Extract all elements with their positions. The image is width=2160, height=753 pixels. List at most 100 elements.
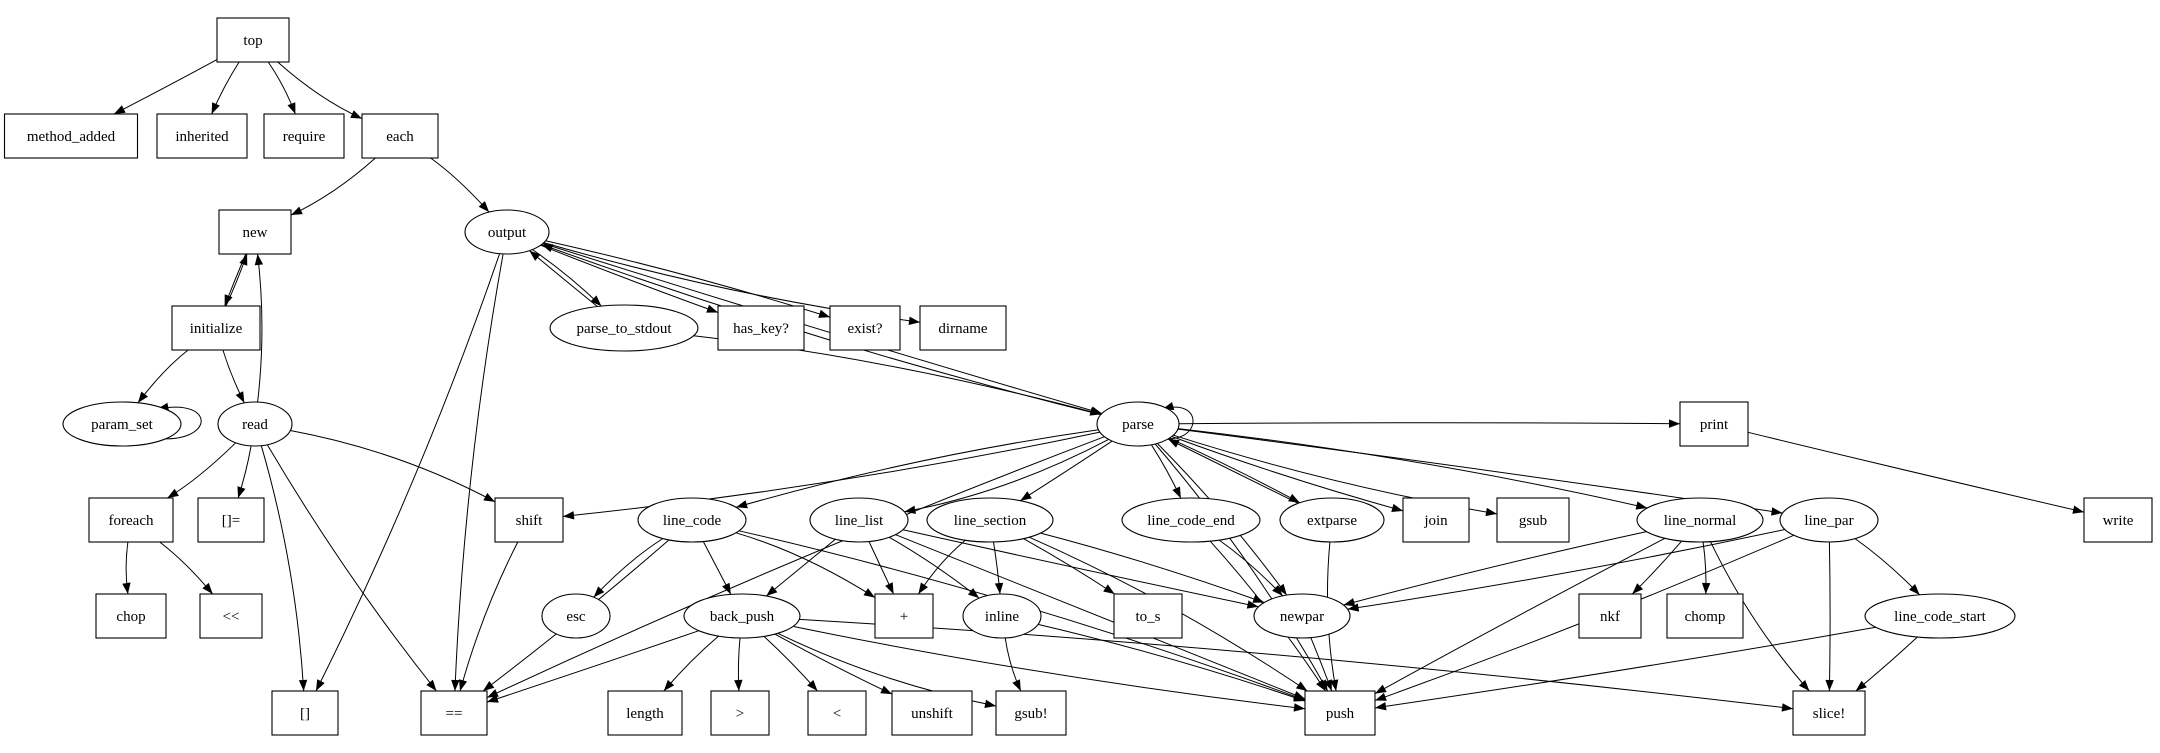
node-ellipse[interactable] bbox=[683, 593, 801, 639]
node-print[interactable]: print bbox=[1679, 401, 1749, 447]
node-parse_to_stdout[interactable]: parse_to_stdout bbox=[549, 304, 699, 352]
node-length[interactable]: length bbox=[607, 690, 683, 736]
node-box[interactable] bbox=[717, 305, 805, 351]
node-line_par[interactable]: line_par bbox=[1779, 497, 1879, 543]
node-box[interactable] bbox=[171, 305, 261, 351]
node-box[interactable] bbox=[3, 113, 139, 159]
node-box[interactable] bbox=[1304, 690, 1376, 736]
node-ellipse[interactable] bbox=[962, 593, 1042, 639]
node-line_normal[interactable]: line_normal bbox=[1636, 497, 1764, 543]
node-has_key[interactable]: has_key? bbox=[717, 305, 805, 351]
node-box[interactable] bbox=[891, 690, 973, 736]
node-box[interactable] bbox=[420, 690, 488, 736]
node-lt[interactable]: < bbox=[807, 690, 867, 736]
node-box[interactable] bbox=[95, 593, 167, 639]
node-each[interactable]: each bbox=[361, 113, 439, 159]
node-box[interactable] bbox=[1666, 593, 1744, 639]
node-ellipse[interactable] bbox=[1253, 593, 1351, 639]
node-read[interactable]: read bbox=[217, 401, 293, 447]
node-inline[interactable]: inline bbox=[962, 593, 1042, 639]
node-box[interactable] bbox=[874, 593, 934, 639]
node-plus[interactable]: + bbox=[874, 593, 934, 639]
node-param_set[interactable]: param_set bbox=[62, 401, 182, 447]
node-box[interactable] bbox=[2083, 497, 2153, 543]
node-box[interactable] bbox=[995, 690, 1067, 736]
node-slice_bang[interactable]: slice! bbox=[1792, 690, 1866, 736]
node-ellipse[interactable] bbox=[62, 401, 182, 447]
node-assign_index[interactable]: []= bbox=[197, 497, 265, 543]
node-box[interactable] bbox=[218, 209, 292, 255]
node-newpar[interactable]: newpar bbox=[1253, 593, 1351, 639]
node-ellipse[interactable] bbox=[1096, 401, 1180, 447]
node-back_push[interactable]: back_push bbox=[683, 593, 801, 639]
node-inherited[interactable]: inherited bbox=[156, 113, 248, 159]
node-ellipse[interactable] bbox=[1864, 593, 2016, 639]
node-eq[interactable]: == bbox=[420, 690, 488, 736]
node-top[interactable]: top bbox=[216, 17, 290, 63]
node-line_code[interactable]: line_code bbox=[637, 497, 747, 543]
node-output[interactable]: output bbox=[464, 209, 550, 255]
node-ellipse[interactable] bbox=[1279, 497, 1385, 543]
node-box[interactable] bbox=[156, 113, 248, 159]
node-require[interactable]: require bbox=[263, 113, 345, 159]
node-line_list[interactable]: line_list bbox=[809, 497, 909, 543]
node-ellipse[interactable] bbox=[926, 497, 1054, 543]
node-box[interactable] bbox=[263, 113, 345, 159]
node-to_s[interactable]: to_s bbox=[1113, 593, 1183, 639]
node-box[interactable] bbox=[1496, 497, 1570, 543]
node-new[interactable]: new bbox=[218, 209, 292, 255]
node-extparse[interactable]: extparse bbox=[1279, 497, 1385, 543]
node-join[interactable]: join bbox=[1402, 497, 1470, 543]
node-write[interactable]: write bbox=[2083, 497, 2153, 543]
node-box[interactable] bbox=[807, 690, 867, 736]
node-box[interactable] bbox=[199, 593, 263, 639]
node-box[interactable] bbox=[710, 690, 770, 736]
node-index[interactable]: [] bbox=[271, 690, 339, 736]
node-ellipse[interactable] bbox=[1779, 497, 1879, 543]
node-gsub_bang[interactable]: gsub! bbox=[995, 690, 1067, 736]
node-box[interactable] bbox=[361, 113, 439, 159]
node-ellipse[interactable] bbox=[637, 497, 747, 543]
node-initialize[interactable]: initialize bbox=[171, 305, 261, 351]
node-exist[interactable]: exist? bbox=[829, 305, 901, 351]
node-box[interactable] bbox=[1402, 497, 1470, 543]
node-box[interactable] bbox=[494, 497, 564, 543]
node-box[interactable] bbox=[607, 690, 683, 736]
node-box[interactable] bbox=[197, 497, 265, 543]
node-nkf[interactable]: nkf bbox=[1578, 593, 1642, 639]
node-box[interactable] bbox=[271, 690, 339, 736]
node-shift[interactable]: shift bbox=[494, 497, 564, 543]
node-ellipse[interactable] bbox=[464, 209, 550, 255]
edge-arrowhead bbox=[1855, 680, 1867, 691]
node-box[interactable] bbox=[216, 17, 290, 63]
node-ellipse[interactable] bbox=[541, 593, 611, 639]
node-gt[interactable]: > bbox=[710, 690, 770, 736]
node-box[interactable] bbox=[1578, 593, 1642, 639]
node-line_section[interactable]: line_section bbox=[926, 497, 1054, 543]
node-ellipse[interactable] bbox=[1636, 497, 1764, 543]
node-box[interactable] bbox=[919, 305, 1007, 351]
node-gsub[interactable]: gsub bbox=[1496, 497, 1570, 543]
edge-read-to-foreach bbox=[167, 442, 237, 499]
node-chomp[interactable]: chomp bbox=[1666, 593, 1744, 639]
node-lshift[interactable]: << bbox=[199, 593, 263, 639]
node-esc[interactable]: esc bbox=[541, 593, 611, 639]
node-ellipse[interactable] bbox=[1121, 497, 1261, 543]
node-chop[interactable]: chop bbox=[95, 593, 167, 639]
node-ellipse[interactable] bbox=[809, 497, 909, 543]
node-box[interactable] bbox=[1113, 593, 1183, 639]
node-line_code_end[interactable]: line_code_end bbox=[1121, 497, 1261, 543]
node-box[interactable] bbox=[829, 305, 901, 351]
node-ellipse[interactable] bbox=[549, 304, 699, 352]
node-box[interactable] bbox=[1792, 690, 1866, 736]
node-parse[interactable]: parse bbox=[1096, 401, 1180, 447]
node-line_code_start[interactable]: line_code_start bbox=[1864, 593, 2016, 639]
node-ellipse[interactable] bbox=[217, 401, 293, 447]
node-method_added[interactable]: method_added bbox=[3, 113, 139, 159]
node-box[interactable] bbox=[88, 497, 174, 543]
node-unshift[interactable]: unshift bbox=[891, 690, 973, 736]
node-foreach[interactable]: foreach bbox=[88, 497, 174, 543]
node-dirname[interactable]: dirname bbox=[919, 305, 1007, 351]
node-box[interactable] bbox=[1679, 401, 1749, 447]
node-push[interactable]: push bbox=[1304, 690, 1376, 736]
